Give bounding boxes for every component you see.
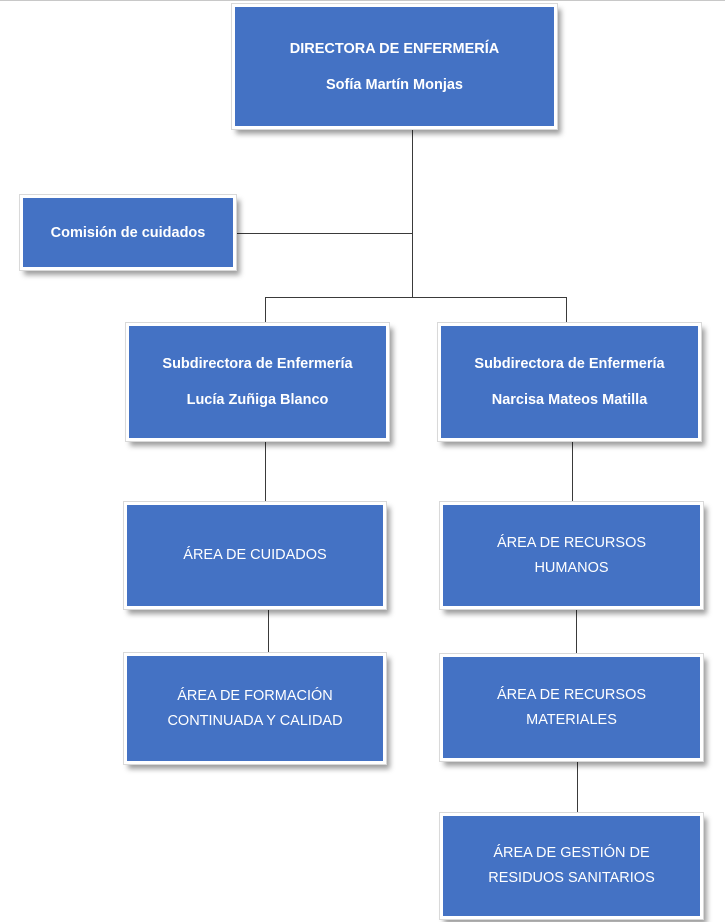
- subdirector-left-name: Lucía Zuñiga Blanco: [186, 392, 329, 408]
- connector-rrhh-rrmm: [576, 609, 577, 654]
- area-rrmm-box: ÁREA DE RECURSOS MATERIALES: [439, 653, 704, 762]
- subdirector-left-title: Subdirectora de Enfermería: [162, 356, 353, 372]
- connector-director-trunk: [412, 129, 413, 298]
- director-name: Sofía Martín Monjas: [326, 76, 463, 93]
- connector-sub2-rrhh: [572, 441, 573, 502]
- area-rrhh-line1: ÁREA DE RECURSOS: [496, 534, 647, 551]
- commission-title: Comisión de cuidados: [50, 224, 206, 241]
- area-cuidados-label: ÁREA DE CUIDADOS: [183, 547, 327, 563]
- area-formacion-line2: CONTINUADA Y CALIDAD: [167, 712, 343, 729]
- area-residuos-box: ÁREA DE GESTIÓN DE RESIDUOS SANITARIOS: [439, 812, 704, 920]
- subdirector-right-name: Narcisa Mateos Matilla: [491, 392, 648, 408]
- area-cuidados-box: ÁREA DE CUIDADOS: [123, 501, 387, 610]
- connector-subdirectors-bar: [265, 297, 567, 298]
- subdirector-right-box: Subdirectora de Enfermería Narcisa Mateo…: [437, 322, 702, 442]
- director-box: DIRECTORA DE ENFERMERÍA Sofía Martín Mon…: [231, 3, 558, 130]
- connector-cuidados-formacion: [268, 609, 269, 653]
- connector-commission: [236, 233, 412, 234]
- area-rrhh-box: ÁREA DE RECURSOS HUMANOS: [439, 501, 704, 610]
- area-rrmm-line1: ÁREA DE RECURSOS: [496, 686, 647, 703]
- area-formacion-line1: ÁREA DE FORMACIÓN: [177, 687, 333, 704]
- area-rrhh-line2: HUMANOS: [534, 559, 609, 576]
- connector-rrmm-residuos: [577, 761, 578, 813]
- connector-sub1-cuidados: [265, 441, 266, 502]
- area-residuos-line1: ÁREA DE GESTIÓN DE: [493, 845, 650, 861]
- area-residuos-line2: RESIDUOS SANITARIOS: [488, 870, 655, 886]
- subdirector-right-title: Subdirectora de Enfermería: [474, 356, 665, 372]
- connector-sub1-drop: [265, 297, 266, 323]
- top-rule: [0, 0, 725, 1]
- area-rrmm-line2: MATERIALES: [526, 711, 617, 728]
- connector-sub2-drop: [566, 297, 567, 323]
- area-formacion-box: ÁREA DE FORMACIÓN CONTINUADA Y CALIDAD: [123, 652, 387, 765]
- subdirector-left-box: Subdirectora de Enfermería Lucía Zuñiga …: [125, 322, 390, 442]
- commission-box: Comisión de cuidados: [19, 194, 237, 271]
- director-title: DIRECTORA DE ENFERMERÍA: [289, 40, 500, 57]
